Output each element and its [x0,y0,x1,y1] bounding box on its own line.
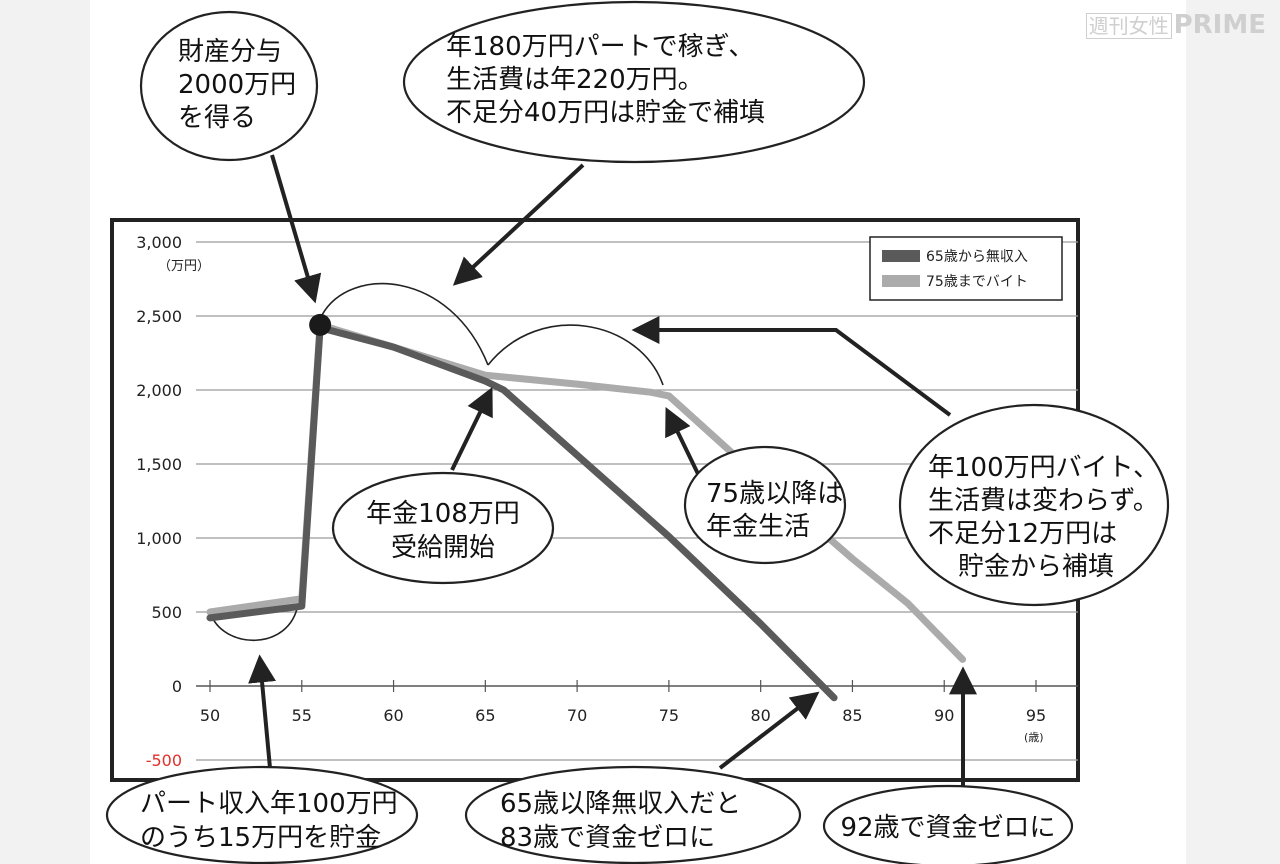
legend-label-part-time-75: 75歳までバイト [926,274,1028,290]
x-tick-label: 75 [659,706,679,725]
x-tick-label: 50 [200,706,220,725]
y-tick-label: 2,000 [136,381,182,400]
x-tick-label: 70 [567,706,587,725]
callout-bubbles [105,0,1170,864]
callout-texts: 財産分与 2000万円 を得る 年180万円パートで稼ぎ、 生活費は年220万円… [140,32,1159,853]
y-tick-label: 1,500 [136,455,182,474]
y-tick-label: -500 [146,751,182,770]
callout-job100-line-3: 不足分12万円は [928,519,1117,549]
callout-part-time-line-2: 生活費は年220万円。 [446,65,704,95]
legend: 65歳から無収入 75歳までバイト [869,236,1063,301]
arrow-part-time [452,163,585,286]
series-layer [206,321,967,702]
callout-property-line-2: 2000万円 [178,70,296,100]
arc-part-time-period [321,282,489,366]
y-tick-label: 2,500 [136,307,182,326]
legend-swatch-no-income [882,250,920,262]
x-tick-label: 95 [1026,706,1046,725]
arrow-property [270,154,322,304]
bubble-savings [105,765,419,864]
x-tick-label: 85 [842,706,862,725]
x-unit-label: (歳) [1024,731,1044,744]
bubble-part-time [402,0,866,164]
callout-after75-line-2: 年金生活 [706,512,810,542]
bubble-zero83 [464,765,802,864]
callout-property-line-3: を得る [178,103,256,133]
y-tick-label: 0 [172,677,182,696]
callout-zero83-line-2: 83歳で資金ゼロに [500,823,715,853]
callout-part-time-line-3: 不足分40万円は貯金で補填 [446,98,765,128]
bubble-job100 [898,403,1170,607]
x-tick-label: 60 [383,706,403,725]
arrow-zero83 [718,691,820,770]
marker-point [309,313,332,336]
bubble-property [139,10,319,162]
y-tick-label: 3,000 [136,233,182,252]
callout-pension-line-2: 受給開始 [391,533,495,563]
watermark-right: PRIME [1173,10,1266,40]
callout-pension-line-1: 年金108万円 [366,499,520,529]
arc-job-period [487,324,664,386]
y-tick-label: 500 [151,603,182,622]
arrows [248,154,977,790]
y-unit-label: （万円） [158,259,210,274]
callout-zero92-line-1: 92歳で資金ゼロに [840,813,1055,843]
arrow-pension [450,386,493,471]
series-line-no-income [206,324,838,702]
callout-savings-line-2: のうち15万円を貯金 [140,823,381,853]
legend-swatch-part-time-75 [882,275,920,287]
arc-savings-period [209,603,299,642]
callout-job100-line-4: 貯金から補填 [958,552,1114,582]
callout-job100-line-1: 年100万円バイト、 [928,453,1159,483]
callout-job100-line-2: 生活費は変わらず。 [928,486,1159,516]
bubble-zero92 [822,784,1074,864]
y-tick-label: 1,000 [136,529,182,548]
callout-property-line-1: 財産分与 [178,37,282,67]
callout-part-time-line-1: 年180万円パートで稼ぎ、 [446,32,754,62]
watermark-left: 週刊女性 [1085,13,1172,39]
x-tick-label: 65 [475,706,495,725]
bubble-pension [331,471,555,585]
x-tick-labels: 50 55 60 65 70 75 80 85 90 95 [200,706,1046,725]
arrow-job100 [631,316,952,417]
arrow-savings [248,654,277,769]
x-tick-label: 90 [934,706,954,725]
x-tick-label: 55 [292,706,312,725]
callout-savings-line-1: パート収入年100万円 [140,789,398,819]
legend-box [869,236,1063,301]
callout-zero83-line-1: 65歳以降無収入だと [500,789,741,819]
callout-after75-line-1: 75歳以降は [706,479,843,509]
y-tick-labels: 3,000 2,500 2,000 1,500 1,000 500 0 -500 [136,233,182,770]
legend-label-no-income: 65歳から無収入 [926,249,1028,265]
x-tick-label: 80 [750,706,770,725]
arrow-after75 [665,406,702,479]
bubble-after75 [683,445,847,565]
